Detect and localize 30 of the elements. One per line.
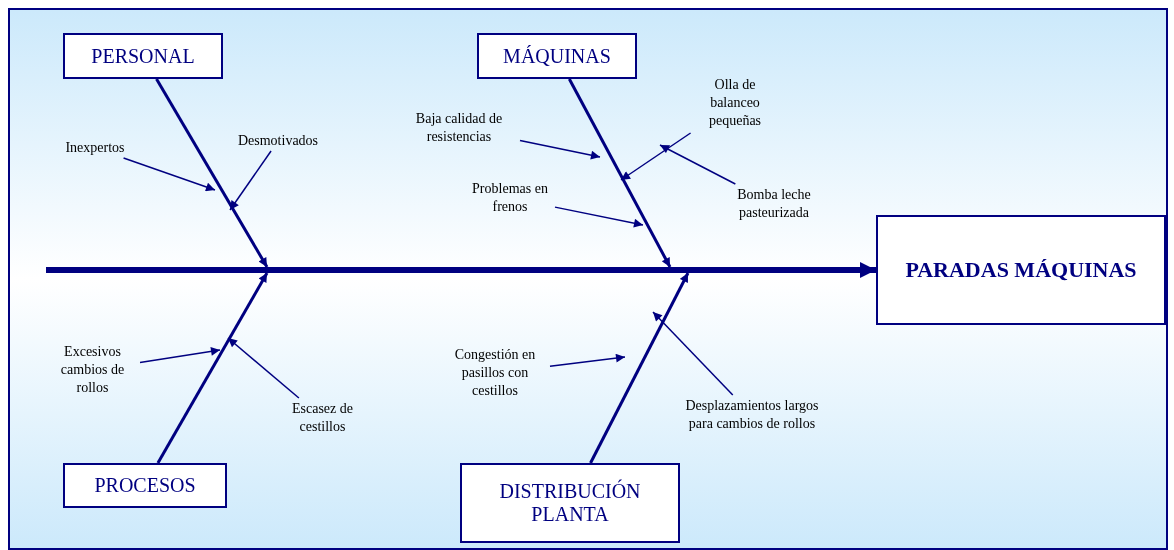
bone-arrow [156, 272, 269, 464]
cause-arrow [549, 353, 626, 367]
cause-label: Baja calidad de resistencias [398, 108, 520, 148]
cause-label: Olla de balanceo pequeñas [690, 73, 780, 133]
cause-label: Escasez de cestillos [275, 398, 370, 438]
spine-arrow [46, 262, 876, 278]
category-box: PROCESOS [63, 463, 227, 508]
bone-arrow [589, 272, 690, 464]
category-box: PERSONAL [63, 33, 223, 79]
cause-arrow [659, 144, 737, 185]
cause-arrow [229, 150, 272, 211]
cause-label: Desplazamientos largos para cambios de rollos [672, 395, 832, 435]
category-box: MÁQUINAS [477, 33, 637, 79]
cause-arrow [554, 206, 644, 228]
cause-arrow [652, 311, 734, 396]
effect-box: PARADAS MÁQUINAS [876, 215, 1166, 325]
cause-arrow [519, 139, 601, 160]
cause-arrow [227, 337, 300, 399]
category-box: DISTRIBUCIÓN PLANTA [460, 463, 680, 543]
bone-arrow [155, 78, 269, 268]
cause-arrow [620, 132, 692, 181]
bone-arrow [568, 78, 672, 268]
cause-label: Congestión en pasillos con cestillos [440, 343, 550, 403]
cause-label: Excesivos cambios de rollos [45, 340, 140, 400]
cause-arrow [139, 346, 221, 364]
cause-label: Desmotivados [222, 131, 334, 151]
cause-label: Inexpertos [45, 138, 145, 158]
cause-label: Bomba leche pasteurizada [708, 184, 840, 224]
cause-label: Problemas en frenos [465, 178, 555, 218]
cause-arrow [122, 157, 216, 192]
